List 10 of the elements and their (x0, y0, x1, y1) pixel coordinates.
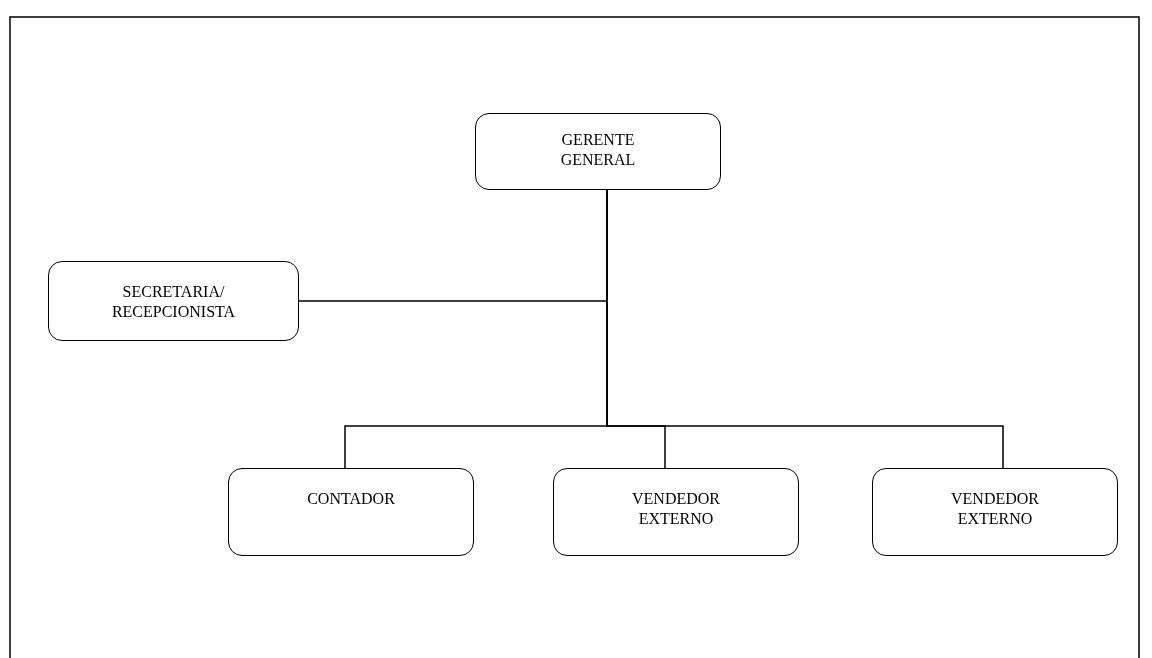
position-box (872, 468, 1118, 556)
position-box (475, 113, 721, 190)
position-title: CONTADOR (307, 489, 395, 509)
position-title: SECRETARIA/ RECEPCIONISTA (110, 282, 237, 322)
position-title: GERENTE GENERAL (559, 130, 637, 170)
position-box (228, 468, 474, 556)
position-box (48, 261, 299, 341)
position-title: VENDEDOR EXTERNO (631, 489, 721, 529)
position-box (553, 468, 799, 556)
position-title: VENDEDOR EXTERNO (950, 489, 1040, 529)
